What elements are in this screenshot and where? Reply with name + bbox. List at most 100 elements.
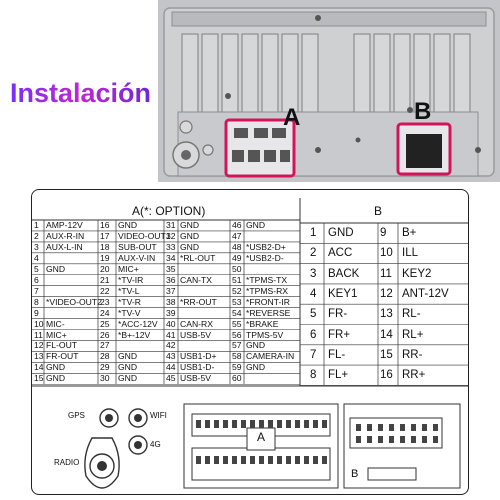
pin-number: 42 xyxy=(166,340,176,351)
pin-number: 41 xyxy=(166,329,176,340)
pin-number: 36 xyxy=(166,274,176,285)
pin-number: 44 xyxy=(166,362,176,373)
pin-number: 15 xyxy=(34,373,44,384)
pin-number: 21 xyxy=(100,274,110,285)
pin-signal: CAN-TX xyxy=(180,274,212,285)
pin-number: 18 xyxy=(100,241,110,252)
pin-number: 10 xyxy=(34,318,44,329)
pin-signal: *REVERSE xyxy=(246,307,291,318)
pin-signal: SUB-OUT xyxy=(118,241,157,252)
pin-signal: GND xyxy=(118,351,138,362)
b-pin-signal: RL+ xyxy=(402,328,424,341)
pin-number: 50 xyxy=(232,263,242,274)
pin-signal: GND xyxy=(118,373,138,384)
pin-signal: *RL-OUT xyxy=(180,252,216,263)
pin-signal: TPMS-5V xyxy=(246,329,284,340)
pin-signal: GND xyxy=(46,362,66,373)
pin-number: 5 xyxy=(34,263,39,274)
b-pin-number: 8 xyxy=(310,369,317,382)
pin-number: 17 xyxy=(100,230,110,241)
connector-b-label: B xyxy=(414,98,432,125)
radio-label: RADIO xyxy=(54,458,80,467)
b-pin-signal: FL- xyxy=(328,348,346,361)
pin-signal: GND xyxy=(246,340,266,351)
pin-signal: USB1-D+ xyxy=(180,351,217,362)
pin-number: 20 xyxy=(100,263,110,274)
pin-signal: AUX-R-IN xyxy=(46,230,85,241)
pin-number: 37 xyxy=(166,285,176,296)
pin-number: 26 xyxy=(100,329,110,340)
b-pin-signal: RR+ xyxy=(402,369,426,382)
b-pin-number: 3 xyxy=(310,267,317,280)
pin-number: 9 xyxy=(34,307,39,318)
fourg-label: 4G xyxy=(150,440,161,449)
pin-number: 7 xyxy=(34,285,39,296)
pin-signal: *RR-OUT xyxy=(180,296,217,307)
pin-signal: GND xyxy=(246,220,266,230)
pin-number: 2 xyxy=(34,230,39,241)
b-pin-signal: FL+ xyxy=(328,369,349,382)
pin-signal: VIDEO-OUT1 xyxy=(118,230,171,241)
pin-number: 32 xyxy=(166,230,176,241)
table-a-header: A(*: OPTION) xyxy=(132,204,206,218)
b-pin-number: 16 xyxy=(380,369,393,382)
pin-signal: GND xyxy=(180,220,200,230)
pin-number: 40 xyxy=(166,318,176,329)
pin-number: 11 xyxy=(34,329,43,340)
pin-number: 33 xyxy=(166,241,176,252)
pin-number: 14 xyxy=(34,362,44,373)
pin-signal: AUX-V-IN xyxy=(118,252,156,263)
pin-number: 55 xyxy=(232,318,242,329)
b-pin-number: 14 xyxy=(380,328,393,341)
pin-signal: GND xyxy=(118,362,138,373)
pin-number: 53 xyxy=(232,296,242,307)
pin-signal: MIC+ xyxy=(118,263,139,274)
pin-signal: *TV-V xyxy=(118,307,141,318)
pin-number: 8 xyxy=(34,296,39,307)
b-pin-number: 5 xyxy=(310,308,317,321)
pin-signal: *B+-12V xyxy=(118,329,151,340)
b-pin-number: 7 xyxy=(310,348,317,361)
b-pin-signal: GND xyxy=(328,227,354,239)
b-pin-signal: BACK xyxy=(328,267,360,280)
pin-signal: FR-OUT xyxy=(46,351,79,362)
pin-number: 58 xyxy=(232,351,242,362)
b-pin-signal: RL- xyxy=(402,308,421,321)
pin-number: 16 xyxy=(100,220,110,230)
pin-signal: USB-5V xyxy=(180,329,212,340)
wifi-label: WIFI xyxy=(150,411,167,420)
connector-a-label: A xyxy=(283,104,301,131)
pin-signal: *TV-R xyxy=(118,296,141,307)
connector-illustration xyxy=(84,403,461,489)
pin-number: 59 xyxy=(232,362,242,373)
pin-number: 24 xyxy=(100,307,110,318)
pin-number: 35 xyxy=(166,263,176,274)
pin-number: 25 xyxy=(100,318,110,329)
pin-signal: *TPMS-TX xyxy=(246,274,288,285)
pin-signal: AUX-L-IN xyxy=(46,241,83,252)
pin-number: 45 xyxy=(166,373,176,384)
pin-number: 39 xyxy=(166,307,176,318)
pin-signal: *USB2-D+ xyxy=(246,241,286,252)
pin-number: 52 xyxy=(232,285,242,296)
pin-signal: GND xyxy=(180,230,200,241)
pin-signal: *TV-IR xyxy=(118,274,144,285)
diagram-grid xyxy=(32,198,468,387)
pin-signal: GND xyxy=(180,241,200,252)
pin-signal: GND xyxy=(46,373,66,384)
b-pin-signal: ILL xyxy=(402,247,418,260)
b-pin-number: 10 xyxy=(380,247,393,260)
pin-signal: CAN-RX xyxy=(180,318,213,329)
wifi-port-icon xyxy=(128,408,148,428)
connector-a-drawing xyxy=(183,403,339,489)
pin-number: 34 xyxy=(166,252,176,263)
pin-signal: CAMERA-IN xyxy=(246,351,295,362)
pin-signal: *TPMS-RX xyxy=(246,285,289,296)
pin-number: 49 xyxy=(232,252,242,263)
gps-port-icon xyxy=(99,408,119,428)
pin-number: 29 xyxy=(100,362,110,373)
pin-number: 48 xyxy=(232,241,242,252)
pin-number: 51 xyxy=(232,274,242,285)
b-pin-signal: B+ xyxy=(402,227,417,239)
